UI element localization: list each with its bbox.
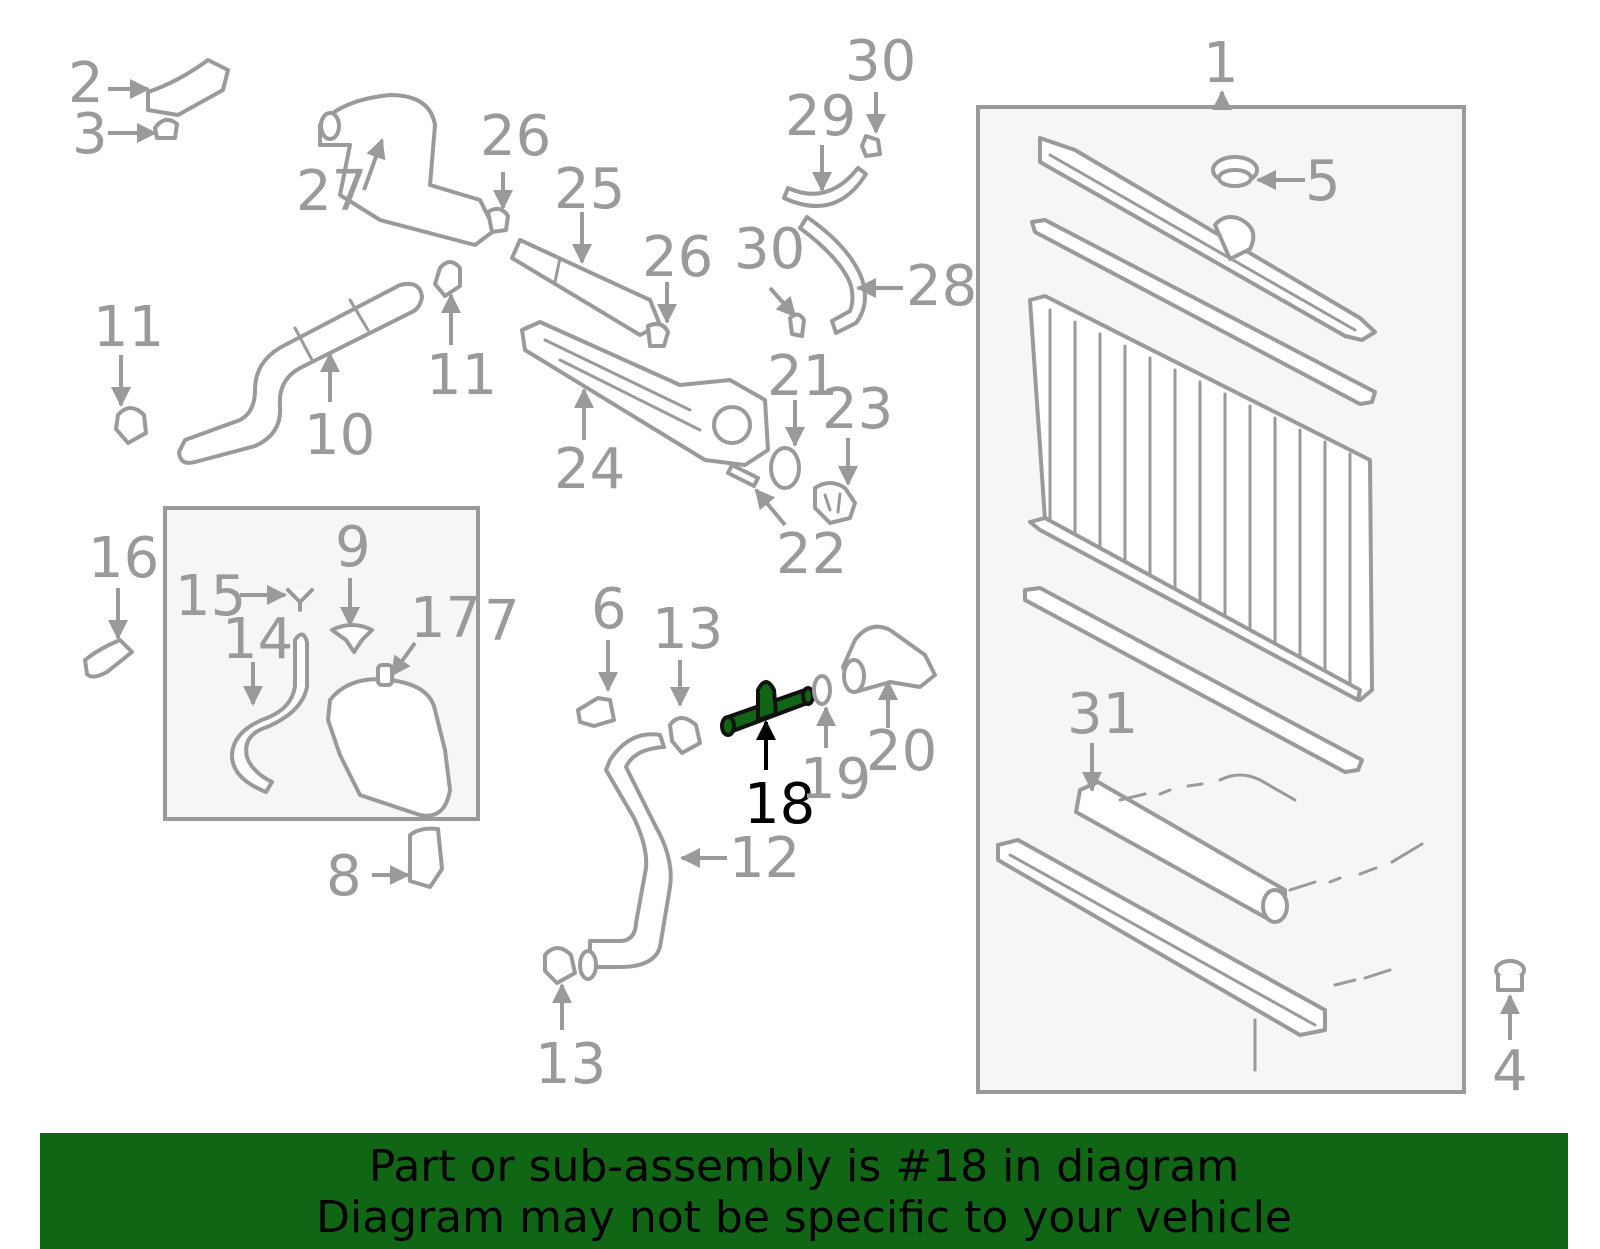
callout-8: 8: [326, 844, 362, 909]
callout-19: 19: [800, 747, 871, 812]
radiator-upper-tank: [1038, 136, 1377, 342]
cap-9: [330, 623, 374, 654]
thermostat-23: [813, 481, 857, 525]
hose-29: [782, 166, 868, 208]
callout-13b: 13: [535, 1032, 606, 1097]
water-inlet-24: [520, 320, 770, 467]
radiator-hose-10: [177, 281, 424, 465]
callout-20: 20: [866, 719, 937, 784]
clamp-16: [83, 638, 134, 679]
callout-3: 3: [72, 102, 108, 167]
water-outlet-27: [318, 93, 497, 247]
callout-11a: 11: [93, 295, 164, 360]
callout-16: 16: [88, 526, 159, 591]
callout-26a: 26: [480, 104, 551, 169]
radiator-core: [1028, 294, 1374, 702]
clamp-30b: [788, 312, 806, 338]
banner-line-1: Part or sub-assembly is #18 in diagram: [368, 1141, 1240, 1192]
clip-15: [286, 588, 314, 612]
hose-28: [798, 215, 867, 335]
callout-29: 29: [785, 84, 856, 149]
callout-22: 22: [776, 522, 847, 587]
clamp-11a: [114, 406, 148, 445]
clamp-26a: [486, 206, 510, 234]
upper-tank-gasket: [1030, 218, 1377, 406]
radiator-cap: [1211, 155, 1259, 188]
callout-6: 6: [591, 577, 627, 642]
callout-14: 14: [222, 607, 293, 672]
stud-22: [726, 463, 760, 488]
leader-lines: [108, 79, 1520, 1040]
gasket-21: [769, 446, 801, 490]
callout-5: 5: [1305, 149, 1341, 214]
water-bypass-pipe-18: [720, 680, 815, 737]
hose-25: [510, 238, 662, 337]
lower-tank-gasket: [1023, 586, 1364, 774]
callout-10: 10: [304, 403, 375, 468]
bracket-8: [408, 826, 444, 889]
clip-3: [153, 117, 179, 140]
callout-1: 1: [1203, 31, 1239, 96]
callout-31: 31: [1067, 682, 1138, 747]
clamp-30a: [860, 134, 882, 158]
callout-27: 27: [296, 159, 367, 224]
banner-line-2: Diagram may not be specific to your vehi…: [316, 1192, 1292, 1243]
radiator-hose-12: [578, 732, 673, 981]
callout-30a: 30: [845, 29, 916, 94]
callout-28: 28: [906, 254, 977, 319]
callout-2: 2: [68, 51, 104, 116]
callout-23: 23: [822, 377, 893, 442]
bracket-2: [146, 58, 230, 117]
callout-13a: 13: [652, 597, 723, 662]
hose-14: [229, 632, 309, 794]
callout-18: 18: [744, 772, 815, 837]
clamp-13a: [668, 716, 702, 755]
info-banner: Part or sub-assembly is #18 in diagram D…: [40, 1133, 1568, 1249]
drain-cock: [1494, 959, 1526, 992]
callout-26b: 26: [642, 225, 713, 290]
clamp-11b: [433, 260, 462, 298]
gasket-19: [812, 674, 832, 706]
callout-11b: 11: [426, 343, 497, 408]
callout-7: 7: [484, 589, 520, 654]
callout-30b: 30: [734, 217, 805, 282]
callout-15: 15: [175, 564, 246, 629]
drain-plug-6: [576, 696, 616, 728]
callout-9: 9: [335, 515, 371, 580]
callout-21: 21: [767, 344, 838, 409]
clamp-26b: [646, 322, 670, 348]
callout-25: 25: [554, 157, 625, 222]
callout-4: 4: [1492, 1039, 1528, 1104]
radiator-lower-tank: [996, 838, 1392, 1072]
clamp-13b: [543, 946, 577, 985]
callout-17: 17: [410, 586, 481, 651]
callout-24: 24: [554, 437, 625, 502]
callout-12: 12: [729, 826, 800, 891]
